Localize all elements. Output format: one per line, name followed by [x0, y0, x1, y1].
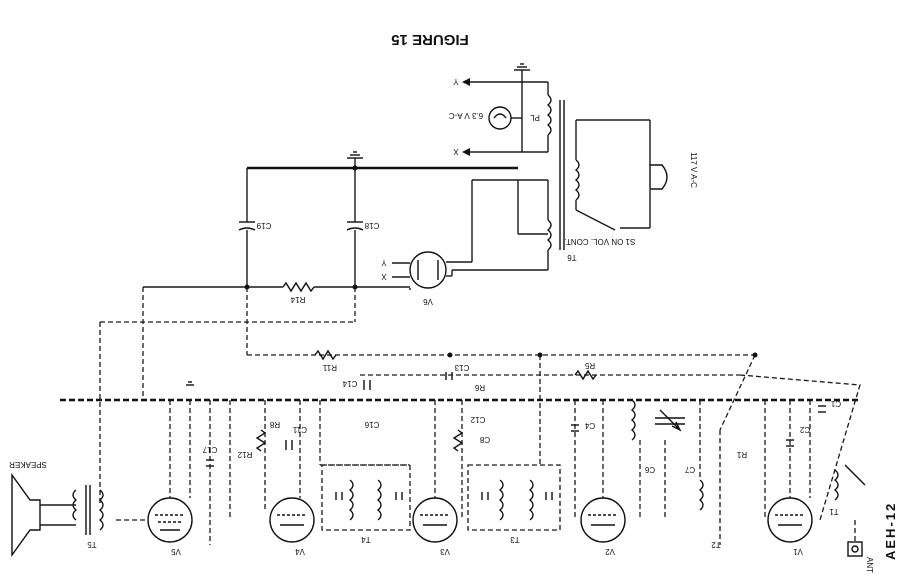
- heater-supply-label: 6.3 V A-C: [449, 111, 483, 120]
- ac-plug-icon: [649, 164, 668, 190]
- cap-c19-label: C19: [256, 221, 271, 230]
- tube-v1-stage: C2 C1 V1 T1: [764, 399, 866, 556]
- resistor-r6-label: R6: [474, 383, 485, 392]
- output-primary-icon: [98, 489, 104, 531]
- resistor-r14-icon: [282, 281, 315, 293]
- cap-c6-label: C6: [644, 465, 655, 474]
- ground-icon: [514, 63, 530, 71]
- cap-c2-label: C2: [799, 425, 810, 434]
- resistor-r12-label: R12: [237, 450, 252, 459]
- cap-c11-label: C11: [292, 425, 307, 434]
- ground-icon: [347, 151, 363, 159]
- cap-c16-label: C16: [364, 420, 379, 429]
- tube-v3-stage: V3 C12: [412, 400, 485, 556]
- output-stage: T5 SPEAKER: [9, 460, 104, 558]
- cap-c13-label: C13: [454, 363, 469, 372]
- ac-supply-label: 117 V A-C: [689, 152, 698, 188]
- pilot-lamp-icon: [488, 106, 512, 130]
- antenna-terminal: ANT: [847, 520, 874, 573]
- tube-v2-label: V2: [605, 547, 615, 556]
- rectifier-y-label: Y: [381, 258, 387, 267]
- tube-v3-icon: [412, 497, 458, 543]
- tube-v4-stage: R8 C11 V4: [255, 400, 410, 556]
- resistor-r5-label: R5: [584, 361, 595, 370]
- power-transformer-label: T6: [567, 253, 577, 262]
- cap-c1-label: C1: [830, 399, 841, 408]
- heater-y-label: Y: [453, 77, 459, 86]
- cap-c18-plate-b: [346, 227, 364, 231]
- switch-note-label: S1 ON VOL. CONT.: [565, 237, 636, 246]
- t1-label: T1: [829, 507, 839, 516]
- tube-v1-icon: [767, 497, 813, 543]
- cap-c4-label: C4: [584, 421, 595, 430]
- rectifier-x-label: X: [381, 272, 387, 281]
- tube-v1-label: V1: [793, 547, 803, 556]
- cap-c18-label: C18: [364, 221, 379, 230]
- cap-c17-label: C17: [202, 445, 217, 454]
- rectifier-tube-icon: [409, 251, 447, 289]
- oscillator-section: T2 C6 C7: [630, 399, 721, 549]
- cap-c8-label: C8: [479, 435, 490, 444]
- power-supply-section: Y X PL 6.3 V A-C 117 V: [143, 63, 698, 306]
- tube-v5-label: V5: [171, 547, 181, 556]
- speaker-icon: [11, 472, 41, 558]
- loop-antenna-coil-icon: [833, 469, 839, 501]
- misc-labels: R6 R12 C16 R1 C8: [237, 383, 747, 459]
- osc-coil-t2-label: T2: [711, 540, 721, 549]
- hv-winding-icon: [546, 219, 552, 251]
- b-plus-distribution: R11 R5 C13 C14: [60, 287, 861, 521]
- arrow-y-icon: [462, 78, 470, 86]
- tuning-cap-icon[interactable]: [659, 409, 682, 432]
- antenna-terminal-icon[interactable]: [847, 541, 863, 557]
- resistor-r8-label: R8: [269, 420, 280, 429]
- speaker-label: SPEAKER: [9, 460, 47, 469]
- resistor-r1-label: R1: [736, 450, 747, 459]
- tube-v5-icon: [147, 497, 193, 543]
- if-transformer-t4: T4: [321, 464, 411, 544]
- cap-c7-label: C7: [684, 465, 695, 474]
- if-transformer-t4-label: T4: [361, 535, 371, 544]
- cap-c14-label: C14: [342, 379, 357, 388]
- cap-c19-plate-b: [238, 227, 256, 231]
- heater-x-label: X: [453, 147, 459, 156]
- arrow-x-icon: [462, 148, 470, 156]
- if-transformer-t3-label: T3: [510, 535, 520, 544]
- resistor-r14-label: R14: [290, 295, 305, 304]
- pilot-lamp-label: PL: [530, 113, 540, 122]
- tube-v4-icon: [269, 497, 315, 543]
- pilot-lamp-filament: [493, 113, 507, 119]
- output-transformer-label: T5: [87, 540, 97, 549]
- resistor-r11-label: R11: [322, 363, 337, 372]
- rectifier-label: V6: [423, 297, 433, 306]
- tube-v3-label: V3: [440, 547, 450, 556]
- primary-winding-icon: [574, 159, 580, 201]
- figure-title: FIGURE 15: [391, 31, 469, 48]
- tube-v4-label: V4: [295, 547, 305, 556]
- antenna-label: ANT: [865, 557, 874, 573]
- sheet-code: AEH-12: [883, 502, 898, 560]
- if-transformer-t3: T3: [467, 355, 561, 544]
- tube-v2-stage: C4 V2: [571, 400, 626, 556]
- heater-winding-icon: [546, 94, 552, 136]
- cap-c12-label: C12: [470, 415, 485, 424]
- tube-v5-stage: C17 V5: [115, 381, 231, 556]
- switch-s1-icon[interactable]: [575, 209, 616, 231]
- tube-v2-icon: [580, 497, 626, 543]
